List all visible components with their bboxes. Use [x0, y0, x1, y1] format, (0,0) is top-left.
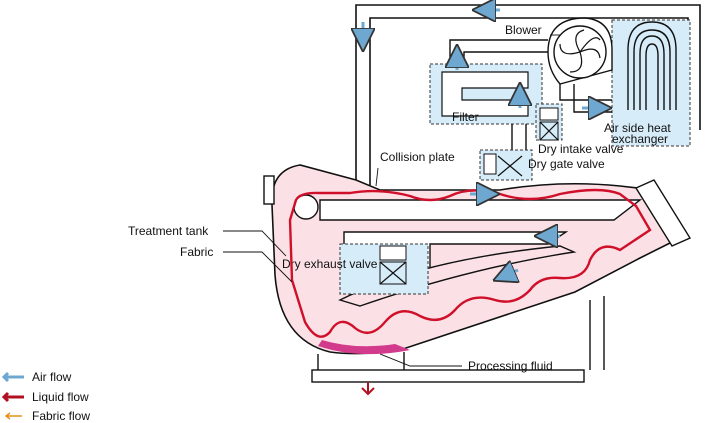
legend-label-fabric: Fabric flow: [32, 409, 90, 423]
heat-exchanger-box: [611, 19, 691, 147]
heat-exchanger-coil: [627, 21, 677, 110]
treatment-tank-label: Treatment tank: [128, 224, 209, 238]
dry-exhaust-valve-label: Dry exhaust valve: [282, 257, 378, 271]
filter-label: Filter: [452, 110, 479, 124]
dry-gate-valve-label: Dry gate valve: [528, 157, 605, 171]
legend-label-liquid: Liquid flow: [32, 390, 89, 404]
legend-label-air: Air flow: [32, 370, 72, 384]
legend-item-air-flow: Air flow: [1, 370, 72, 384]
dry-exhaust-valve: [339, 243, 429, 295]
collision-plate-label: Collision plate: [380, 150, 455, 164]
dry-gate-valve: [479, 149, 533, 181]
processing-fluid-label: Processing fluid: [468, 359, 553, 373]
fan-icon: [559, 29, 601, 73]
dry-intake-valve-label: Dry intake valve: [538, 142, 624, 156]
air-flow-arrows: [363, 10, 600, 276]
drain-outlet: [361, 382, 375, 396]
blower: [547, 17, 613, 85]
fabric-path: [288, 188, 652, 338]
processing-fluid: [318, 340, 410, 355]
legend-item-fabric-flow: Fabric flow: [4, 409, 90, 423]
legend: Air flow Liquid flow Fabric flow: [1, 370, 90, 423]
blower-label: Blower: [505, 23, 542, 37]
heat-exchanger-label-1: Air side heat: [604, 121, 671, 135]
heat-exchanger-label-2: exchanger: [612, 132, 668, 146]
leader-lines: [223, 34, 560, 367]
legend-item-liquid-flow: Liquid flow: [1, 390, 89, 404]
tank-inlet-flange: [263, 175, 275, 205]
filter-element: [441, 71, 529, 117]
liquid-flow-arrow-icon: [1, 391, 24, 403]
machine-base: [311, 296, 605, 383]
fabric-label: Fabric: [180, 245, 213, 259]
fabric-flow-arrow-icon: [4, 412, 22, 420]
tank-outlet-end: [634, 179, 692, 247]
air-flow-arrow-icon: [1, 371, 24, 383]
dry-intake-valve: [535, 103, 563, 141]
